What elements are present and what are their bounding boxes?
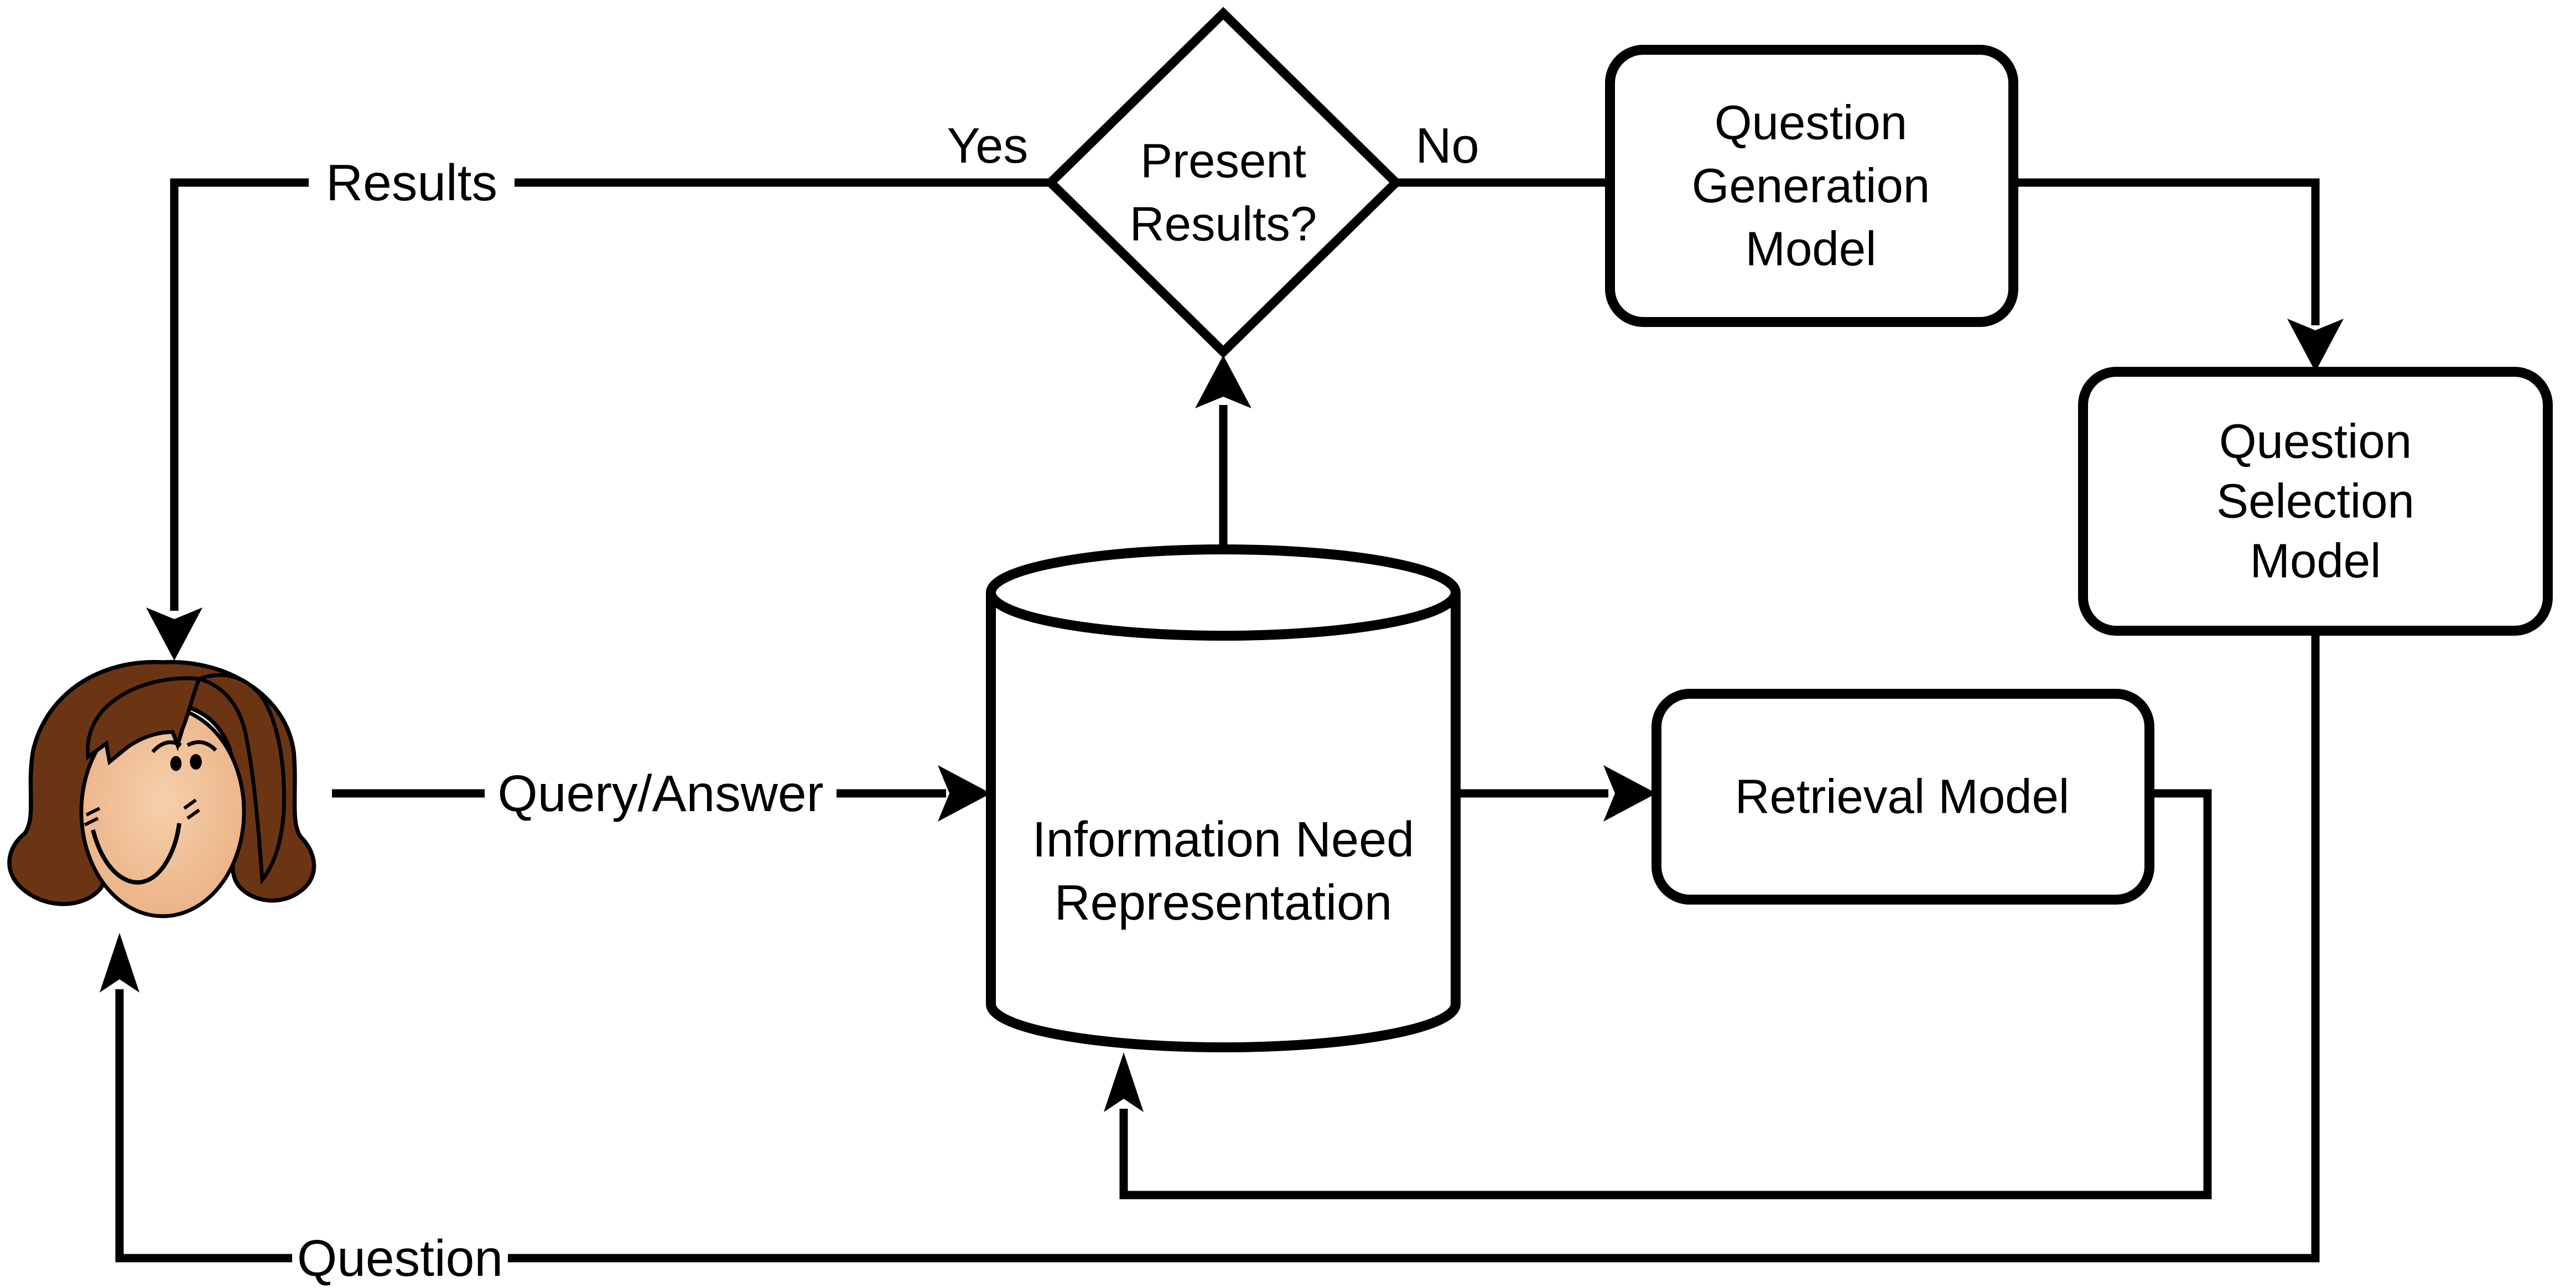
label-query-answer: Query/Answer: [497, 765, 823, 822]
edge-results-line: [170, 178, 1051, 611]
decision-label-line1: Present: [1140, 134, 1306, 188]
qsm-arrowhead-icon: [2287, 319, 2344, 372]
user-hair-right: [193, 673, 286, 885]
qsm-label-line2: Selection: [2216, 475, 2414, 528]
user-smile-tick-left2: [84, 817, 99, 827]
label-yes: Yes: [947, 118, 1029, 174]
results-arrowhead-icon: [146, 607, 202, 661]
user-eyebrow-left: [151, 740, 182, 754]
qgm-label-line2: Generation: [1692, 159, 1930, 213]
cylinder-body-shape: [986, 593, 1461, 1052]
retrieval-label: Retrieval Model: [1735, 770, 2069, 824]
query-answer-arrowhead-icon: [938, 765, 991, 822]
user-smile-tick-right2: [186, 808, 200, 820]
edge-label-results: Results: [309, 153, 515, 212]
label-results: Results: [326, 154, 497, 211]
user-smile-tick-right1: [183, 798, 197, 810]
edge-question-line: [115, 631, 2320, 1263]
user-avatar: [7, 659, 316, 918]
box-retrieval-model: Retrieval Model: [1651, 689, 2154, 905]
edge-label-query-answer: Query/Answer: [485, 764, 837, 823]
user-eyebrow-right: [186, 740, 217, 752]
qgm-label-line3: Model: [1746, 222, 1877, 276]
box-question-generation-model: Question Generation Model: [1605, 45, 2018, 327]
label-question: Question: [297, 1229, 503, 1287]
qsm-box-shape: [2078, 367, 2553, 636]
datastore-label-line2: Representation: [1055, 875, 1392, 931]
qgm-label-line1: Question: [1715, 96, 1907, 150]
user-eye-left: [170, 756, 182, 771]
decision-arrowhead-icon: [1195, 355, 1251, 408]
decision-label-line2: Results?: [1130, 198, 1317, 251]
cylinder-bottom-arrowhead-icon: [1104, 1052, 1144, 1112]
retrieval-arrowhead-icon: [1603, 765, 1656, 822]
query-answer-label-bg: [485, 764, 837, 823]
results-label-bg: [309, 153, 515, 212]
decision-present-results: Present Results?: [1044, 7, 1403, 359]
box-question-selection-model: Question Selection Model: [2078, 367, 2553, 636]
edge-retrieval-loop-line: [1119, 789, 2212, 1199]
qgm-box-shape: [1605, 45, 2018, 327]
user-bang-left: [86, 676, 202, 766]
user-eye-right: [190, 754, 202, 770]
datastore-label-line1: Information Need: [1032, 812, 1414, 868]
user-smile-tick-left1: [85, 807, 101, 817]
qsm-label-line3: Model: [2250, 534, 2381, 588]
label-no: No: [1415, 118, 1479, 174]
cylinder-information-need: Information Need Representation: [986, 544, 1461, 1052]
user-smile: [91, 823, 181, 885]
question-arrowhead-icon: [100, 933, 139, 993]
retrieval-box-shape: [1651, 689, 2154, 905]
question-label-bg: [292, 1228, 508, 1288]
cylinder-top-shape: [986, 544, 1461, 641]
edge-qgm-to-qsm-line: [2013, 178, 2320, 325]
edge-label-question: Question: [292, 1228, 508, 1288]
decision-diamond-shape: [1044, 7, 1403, 359]
qsm-label-line1: Question: [2219, 415, 2412, 469]
